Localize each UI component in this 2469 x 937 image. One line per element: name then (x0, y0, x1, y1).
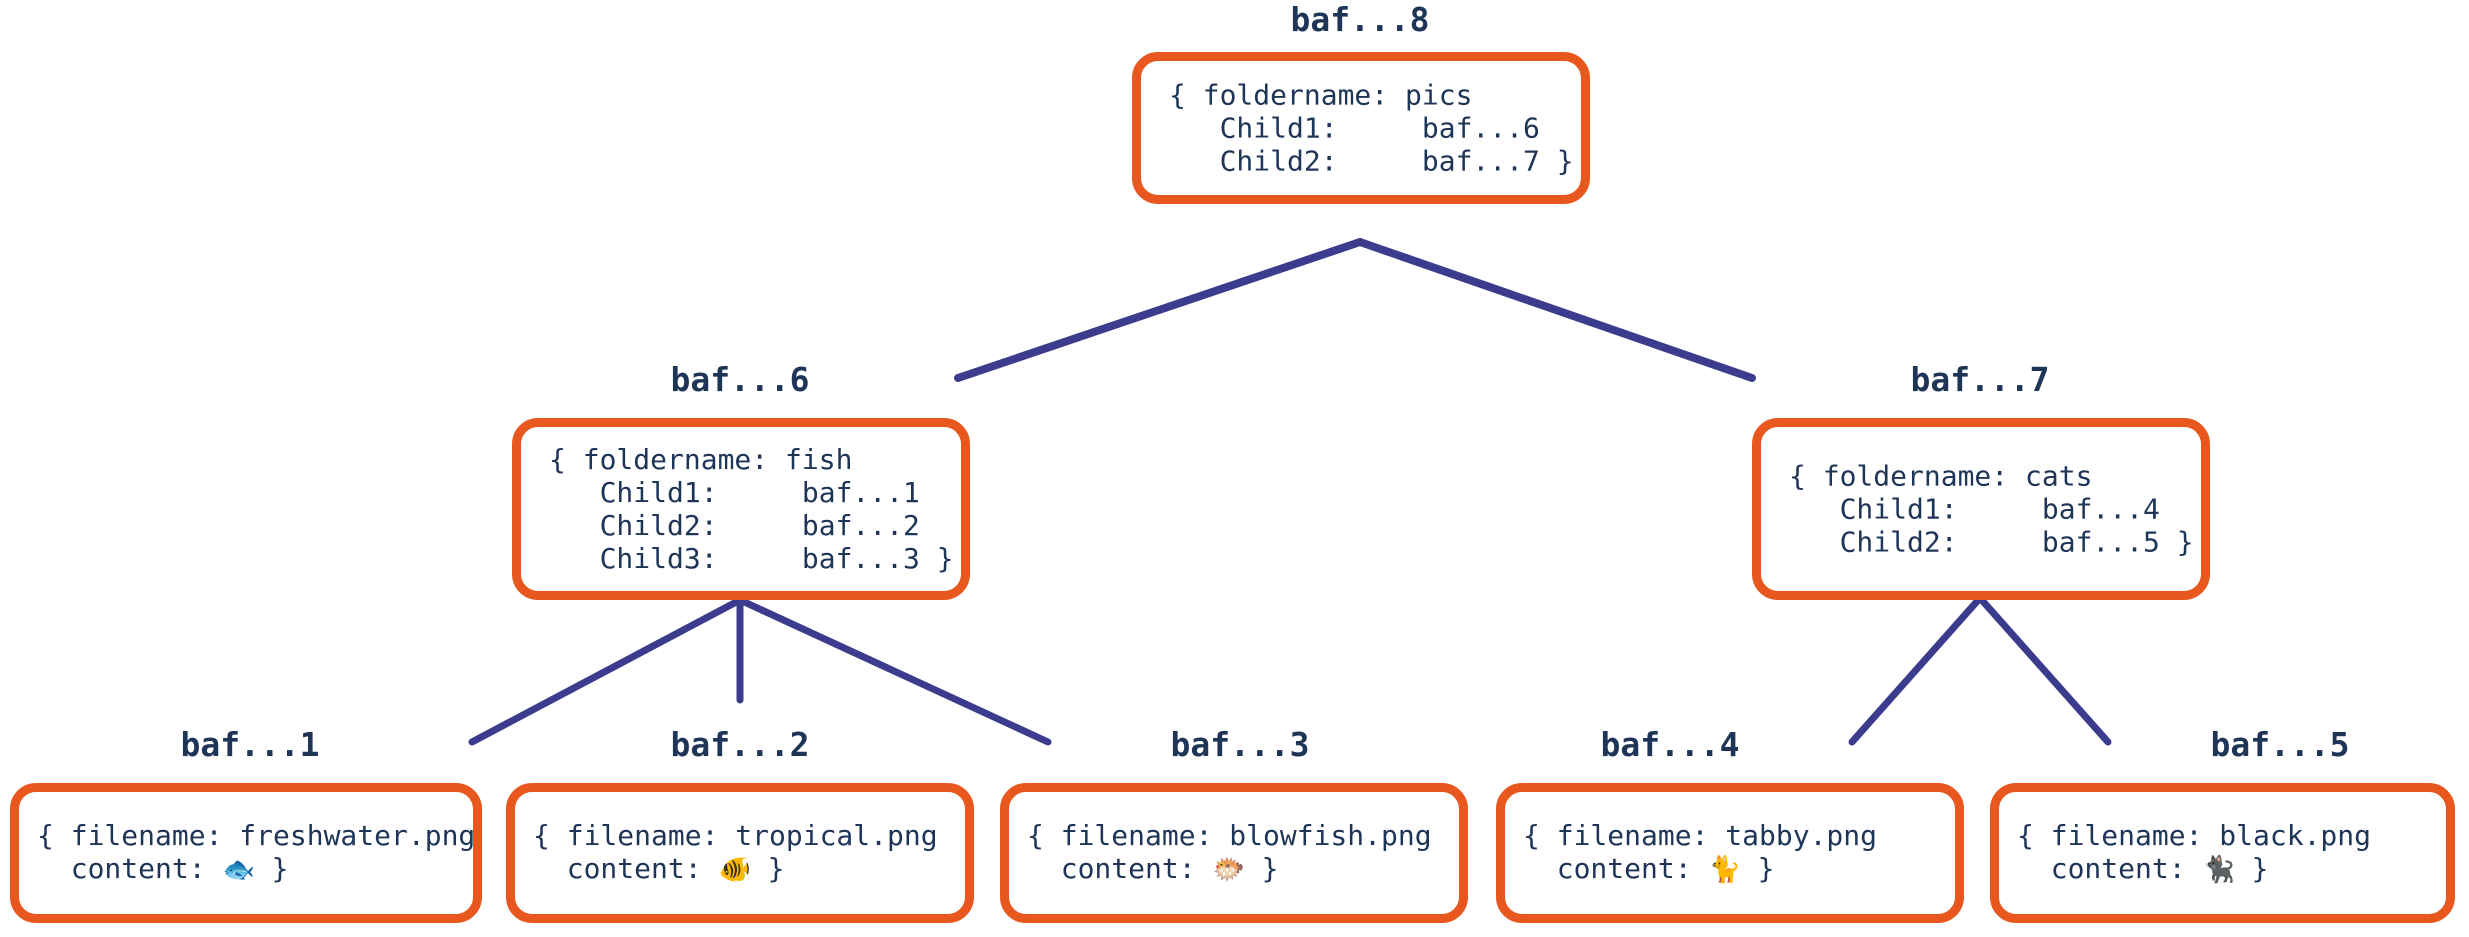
edge-root-to-cats (1356, 238, 1756, 382)
node-leaf3-body: { filename: blowfish.png content: 🐡 } (1027, 819, 1432, 887)
node-file-tropical[interactable]: { filename: tropical.png content: 🐠 } (506, 783, 974, 923)
edge-root-to-fish (954, 238, 1364, 382)
leaf3-content-prefix: content: (1027, 852, 1213, 885)
leaf1-content-suffix: } (254, 852, 289, 885)
leaf2-filename-line: { filename: tropical.png (533, 819, 938, 852)
node-label-cats: baf...7 (1910, 360, 2050, 399)
leaf4-content-prefix: content: (1523, 852, 1709, 885)
cat-emoji: 🐈 (1708, 855, 1741, 885)
node-fish-body: { foldername: fish Child1: baf...1 Child… (549, 443, 954, 575)
node-root-pics[interactable]: { foldername: pics Child1: baf...6 Child… (1132, 52, 1590, 204)
leaf1-filename-line: { filename: freshwater.png (37, 819, 476, 852)
edge-fish-to-leaf1 (468, 596, 744, 746)
edge-cats-to-leaf4 (1848, 594, 1984, 746)
node-label-leaf3: baf...3 (1170, 725, 1310, 764)
fish-emoji: 🐟 (222, 855, 255, 885)
node-root-body: { foldername: pics Child1: baf...6 Child… (1169, 78, 1574, 178)
leaf3-filename-line: { filename: blowfish.png (1027, 819, 1432, 852)
node-label-leaf2: baf...2 (670, 725, 810, 764)
tropical-fish-emoji: 🐠 (718, 855, 751, 885)
node-label-root: baf...8 (1290, 0, 1430, 39)
node-file-freshwater[interactable]: { filename: freshwater.png content: 🐟 } (10, 783, 482, 923)
leaf1-content-prefix: content: (37, 852, 223, 885)
node-file-tabby[interactable]: { filename: tabby.png content: 🐈 } (1496, 783, 1964, 923)
blowfish-emoji: 🐡 (1212, 855, 1245, 885)
edge-cats-to-leaf5 (1976, 594, 2112, 746)
leaf5-content-prefix: content: (2017, 852, 2203, 885)
leaf4-filename-line: { filename: tabby.png (1523, 819, 1878, 852)
leaf5-content-suffix: } (2234, 852, 2269, 885)
node-cats-body: { foldername: cats Child1: baf...4 Child… (1789, 459, 2194, 559)
leaf3-content-suffix: } (1244, 852, 1279, 885)
node-label-leaf1: baf...1 (180, 725, 320, 764)
leaf4-content-suffix: } (1740, 852, 1775, 885)
leaf2-content-prefix: content: (533, 852, 719, 885)
node-label-fish: baf...6 (670, 360, 810, 399)
node-label-leaf5: baf...5 (2210, 725, 2350, 764)
edge-fish-to-leaf3 (736, 596, 1052, 746)
node-folder-cats[interactable]: { foldername: cats Child1: baf...4 Child… (1752, 418, 2210, 600)
node-leaf2-body: { filename: tropical.png content: 🐠 } (533, 819, 938, 887)
node-leaf5-body: { filename: black.png content: 🐈‍⬛ } (2017, 819, 2371, 887)
node-leaf1-body: { filename: freshwater.png content: 🐟 } (37, 819, 475, 887)
leaf5-filename-line: { filename: black.png (2017, 819, 2372, 852)
leaf2-content-suffix: } (750, 852, 785, 885)
node-folder-fish[interactable]: { foldername: fish Child1: baf...1 Child… (512, 418, 970, 600)
node-file-black[interactable]: { filename: black.png content: 🐈‍⬛ } (1990, 783, 2455, 923)
node-file-blowfish[interactable]: { filename: blowfish.png content: 🐡 } (1000, 783, 1468, 923)
node-label-leaf4: baf...4 (1600, 725, 1740, 764)
black-cat-emoji: 🐈‍⬛ (2202, 855, 2235, 885)
node-leaf4-body: { filename: tabby.png content: 🐈 } (1523, 819, 1877, 887)
